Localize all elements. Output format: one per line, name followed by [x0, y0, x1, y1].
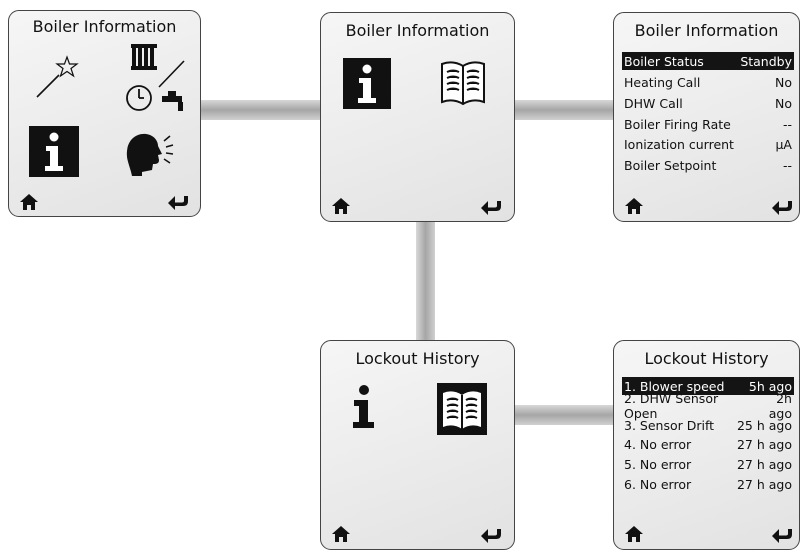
- row-label: 3. Sensor Drift: [624, 417, 715, 433]
- info-icon[interactable]: [343, 58, 391, 109]
- row-label: Heating Call: [624, 74, 701, 90]
- home-icon[interactable]: [624, 197, 644, 215]
- info-icon[interactable]: [29, 126, 79, 177]
- row-label: Boiler Status: [624, 53, 704, 69]
- back-icon[interactable]: [770, 199, 794, 216]
- boiler-menu-screen: Boiler Information: [8, 10, 201, 217]
- status-row-firing-rate[interactable]: Boiler Firing Rate --: [622, 115, 794, 133]
- heating-dhw-schedule-icon[interactable]: [117, 41, 192, 119]
- boiler-status-screen: Boiler Information Boiler Status Standby…: [613, 12, 800, 222]
- row-label: 5. No error: [624, 456, 692, 472]
- lockout-row[interactable]: 3. Sensor Drift 25 h ago: [622, 416, 794, 434]
- screen-title: Lockout History: [355, 349, 480, 368]
- lockout-row[interactable]: 2. DHW Sensor Open 2h ago: [622, 391, 794, 421]
- row-label: Ionization current: [624, 136, 734, 152]
- back-icon[interactable]: [479, 527, 503, 544]
- row-label: DHW Call: [624, 95, 683, 111]
- row-value: Standby: [740, 53, 792, 69]
- book-icon[interactable]: [439, 58, 487, 108]
- screen-title: Boiler Information: [345, 21, 490, 40]
- status-row-ionization-current[interactable]: Ionization current µA: [622, 135, 794, 153]
- row-value: 2h ago: [768, 391, 792, 421]
- row-label: 1. Blower speed: [624, 378, 725, 394]
- row-label: 2. DHW Sensor Open: [624, 391, 719, 421]
- row-value: 27 h ago: [736, 456, 792, 472]
- lockout-menu-screen: Lockout History: [320, 340, 515, 550]
- lockout-row[interactable]: 6. No error 27 h ago: [622, 475, 794, 493]
- row-value: µA: [775, 136, 792, 152]
- status-row-dhw-call[interactable]: DHW Call No: [622, 94, 794, 112]
- back-icon[interactable]: [770, 527, 794, 544]
- voice-icon[interactable]: [122, 126, 177, 181]
- screen-title: Boiler Information: [32, 17, 177, 36]
- connector-lockout-to-list: [515, 405, 615, 425]
- wand-icon[interactable]: [31, 53, 81, 103]
- home-icon[interactable]: [624, 525, 644, 543]
- lockout-row[interactable]: 5. No error 27 h ago: [622, 455, 794, 473]
- row-value: 27 h ago: [736, 436, 792, 452]
- status-row-boiler-status[interactable]: Boiler Status Standby: [622, 52, 794, 70]
- screen-title: Boiler Information: [634, 21, 779, 40]
- connector-submenu-to-lockout: [416, 222, 435, 342]
- row-value: --: [782, 116, 792, 132]
- back-icon[interactable]: [479, 199, 503, 216]
- info-icon[interactable]: [348, 384, 380, 430]
- home-icon[interactable]: [331, 197, 351, 215]
- book-icon[interactable]: [437, 383, 487, 435]
- status-row-heating-call[interactable]: Heating Call No: [622, 73, 794, 91]
- row-label: Boiler Setpoint: [624, 157, 717, 173]
- row-value: No: [775, 95, 792, 111]
- row-label: 4. No error: [624, 436, 692, 452]
- row-label: 6. No error: [624, 476, 692, 492]
- screen-title: Lockout History: [644, 349, 769, 368]
- lockout-row[interactable]: 1. Blower speed 5h ago: [622, 377, 794, 395]
- row-value: --: [782, 157, 792, 173]
- lockout-list-screen: Lockout History 1. Blower speed 5h ago 2…: [613, 340, 800, 550]
- row-value: 25 h ago: [736, 417, 792, 433]
- boiler-submenu-screen: Boiler Information: [320, 12, 515, 222]
- connector-submenu-to-status: [515, 100, 615, 120]
- row-label: Boiler Firing Rate: [624, 116, 731, 132]
- status-row-boiler-setpoint[interactable]: Boiler Setpoint --: [622, 156, 794, 174]
- lockout-row[interactable]: 4. No error 27 h ago: [622, 435, 794, 453]
- row-value: 27 h ago: [736, 476, 792, 492]
- connector-boiler-menu-to-submenu: [200, 100, 322, 120]
- home-icon[interactable]: [19, 193, 39, 211]
- row-value: 5h ago: [748, 378, 792, 394]
- row-value: No: [775, 74, 792, 90]
- home-icon[interactable]: [331, 525, 351, 543]
- back-icon[interactable]: [166, 194, 190, 211]
